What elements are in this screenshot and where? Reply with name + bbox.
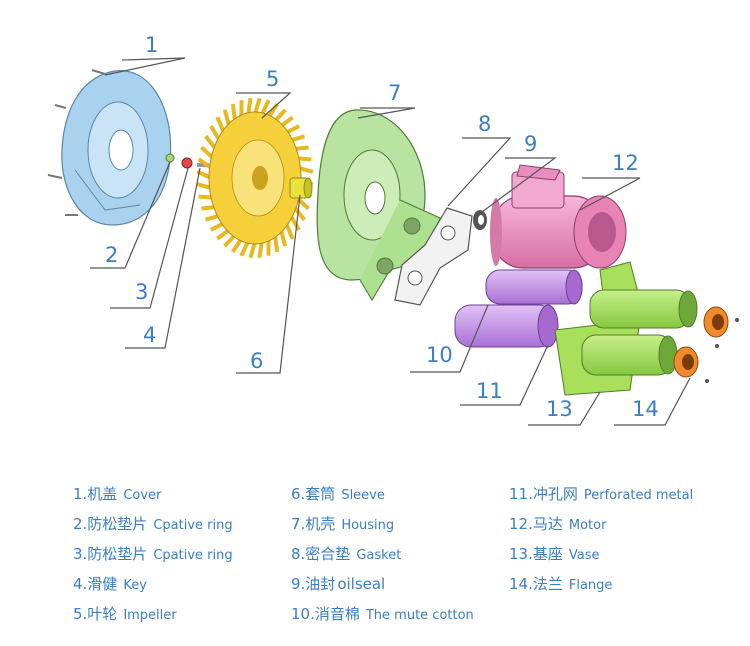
cover-part: [47, 69, 172, 226]
impeller-blade: [253, 97, 262, 115]
callout-9: 9: [524, 132, 537, 156]
perforated-metal-part: [581, 289, 698, 376]
callout-4: 4: [143, 323, 156, 347]
sleeve-part: [289, 177, 313, 199]
callout-6: 6: [250, 349, 263, 373]
callout-11: 11: [476, 379, 503, 403]
captive-ring-3-part: [181, 157, 193, 169]
callout-7: 7: [388, 81, 401, 105]
leader-lines: [90, 57, 691, 426]
gasket-part: [394, 207, 473, 306]
housing-part: [316, 109, 441, 302]
callout-3: 3: [135, 280, 148, 304]
impeller-part: [196, 97, 314, 259]
oilseal-part: [473, 210, 487, 230]
captive-ring-2-part: [165, 153, 175, 163]
callout-13: 13: [546, 397, 573, 421]
callout-1: 1: [145, 33, 158, 57]
motor-part: [490, 164, 627, 269]
callout-14: 14: [632, 397, 659, 421]
callout-8: 8: [478, 112, 491, 136]
callout-numbers: 1 2 3 4 5 6 7 8 9 10 11 12 13 14: [105, 33, 659, 421]
impeller-blade: [257, 240, 264, 259]
impeller-blade: [239, 240, 250, 257]
key-part: [197, 163, 209, 167]
impeller-blade: [246, 97, 253, 116]
mute-cotton-part: [454, 269, 583, 348]
callout-12: 12: [612, 151, 639, 175]
impeller-blade: [248, 241, 257, 259]
flange-part: [673, 306, 739, 383]
callout-10: 10: [426, 343, 453, 367]
callout-5: 5: [266, 67, 279, 91]
impeller-blade: [260, 99, 271, 116]
callout-2: 2: [105, 243, 118, 267]
